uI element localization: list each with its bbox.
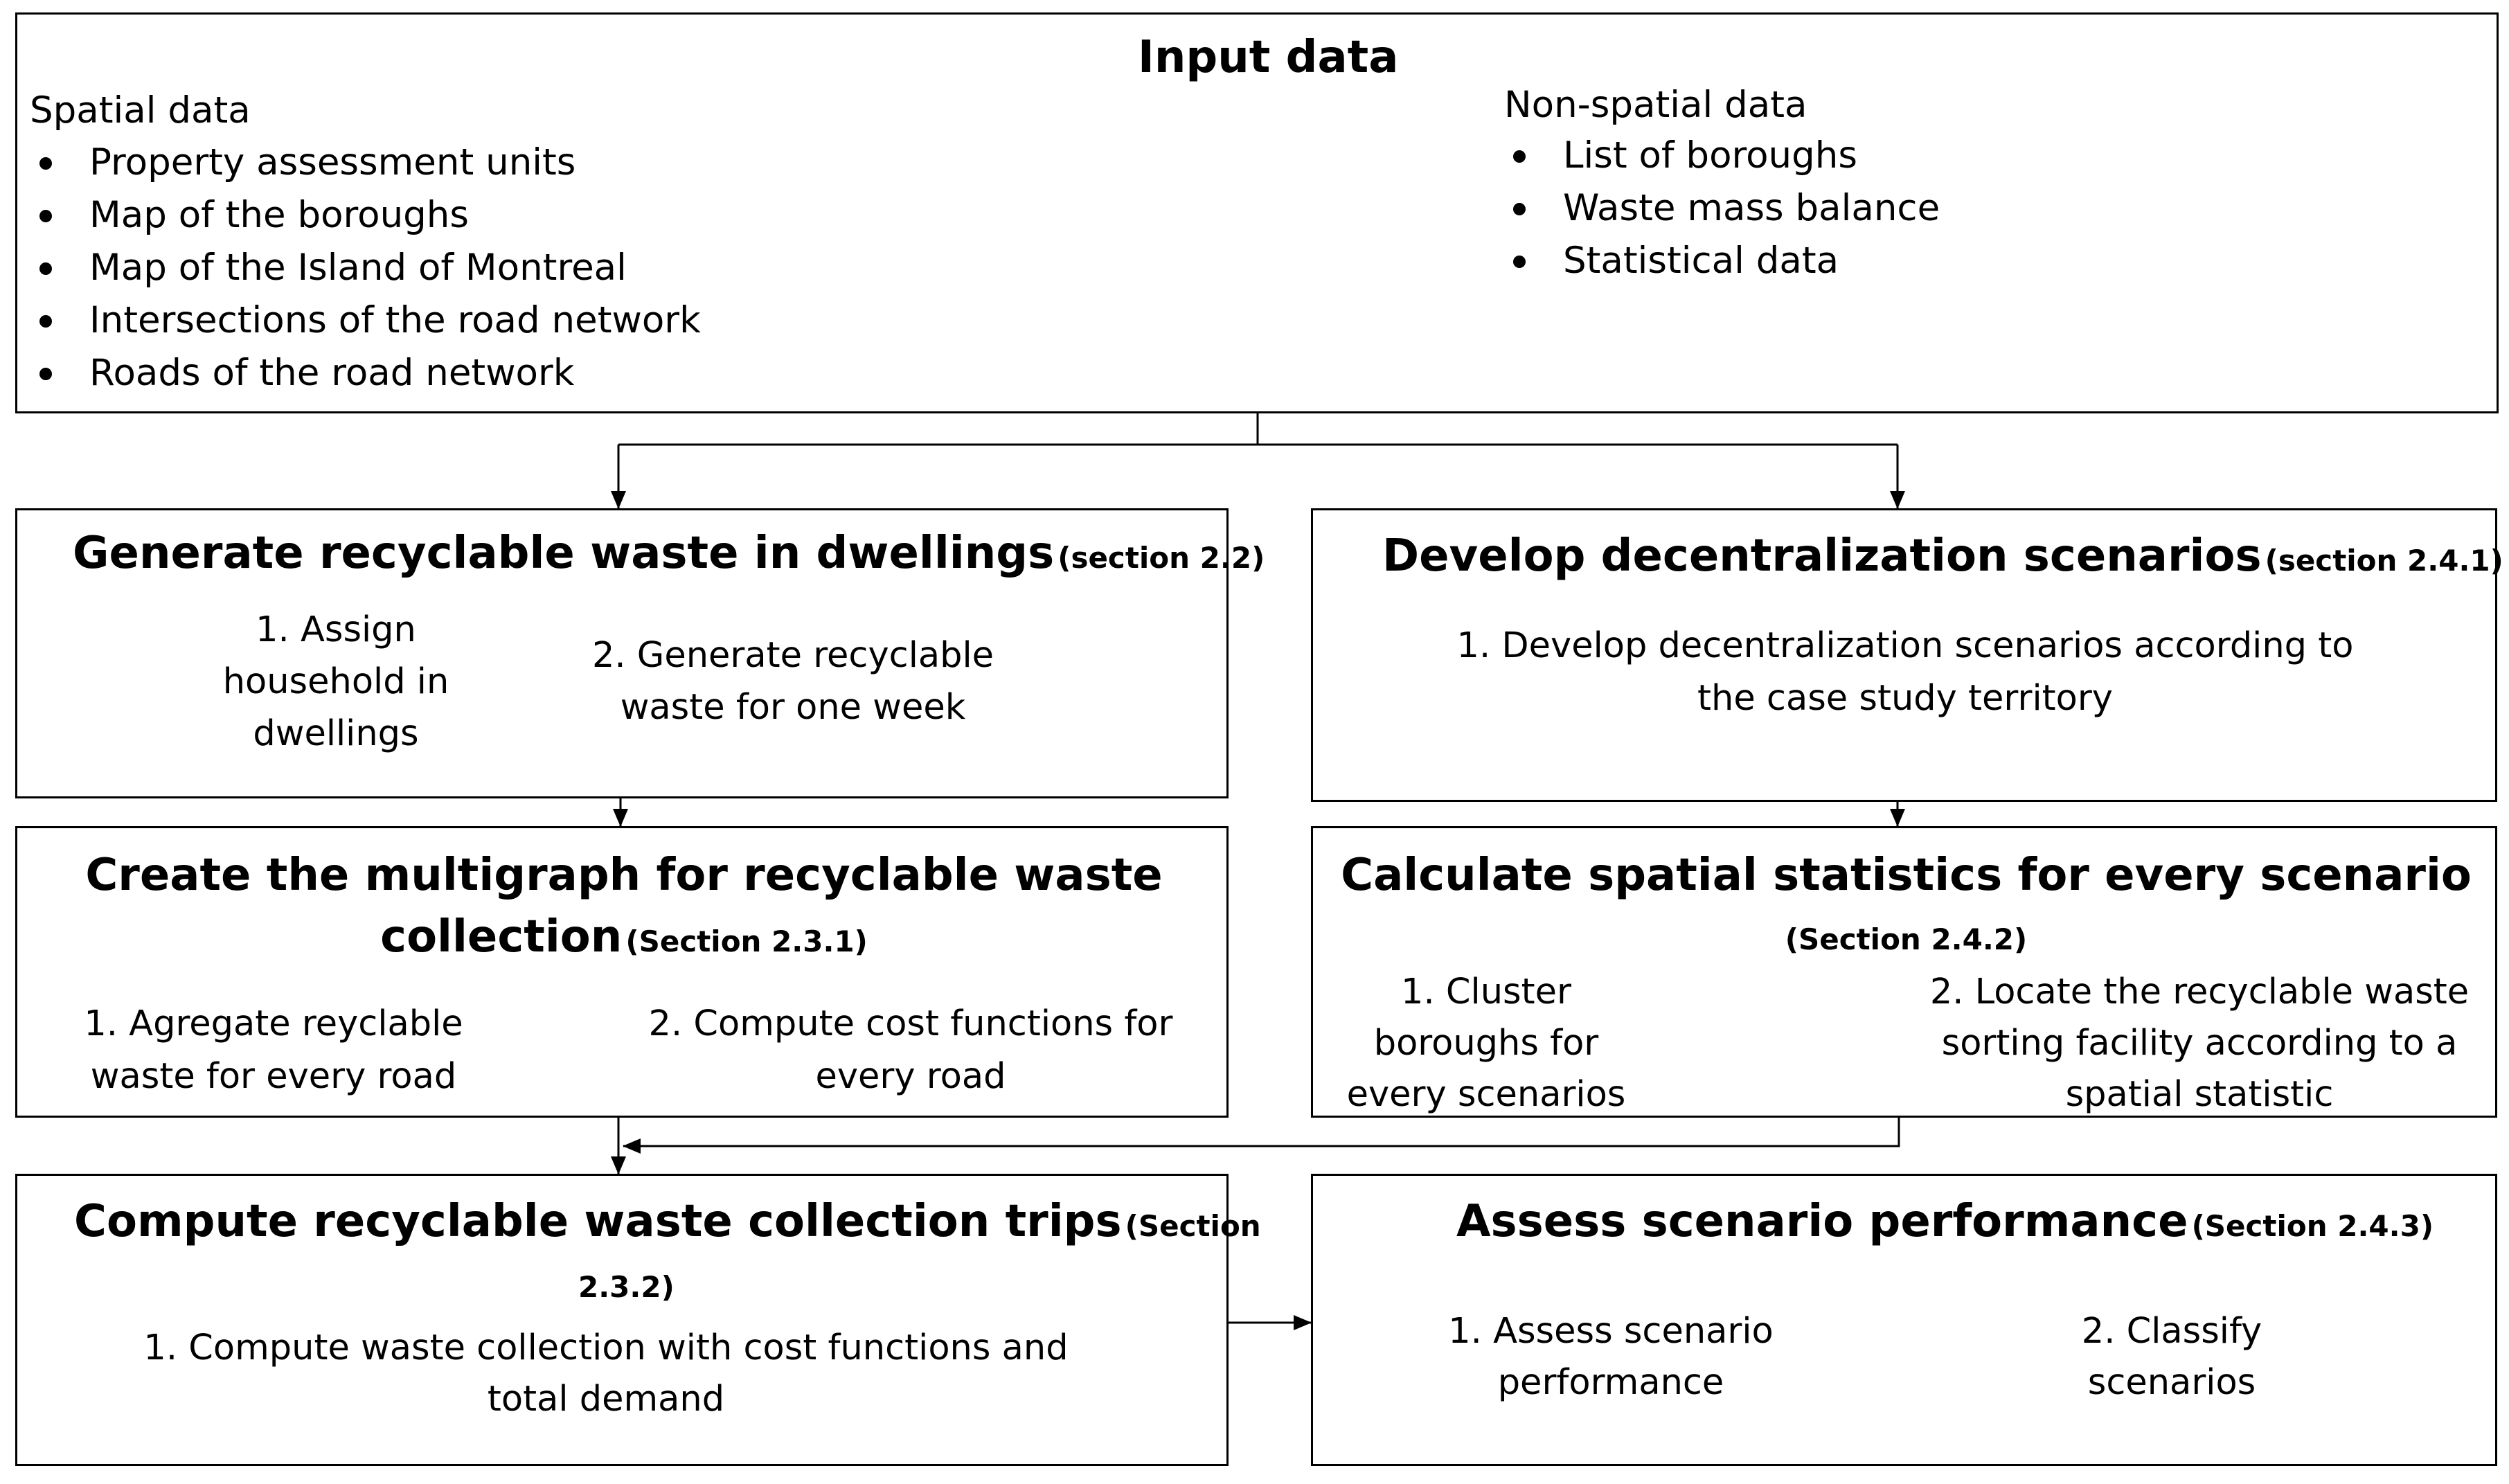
collection-trips-title-row: Compute recyclable waste collection trip… [74, 1199, 1261, 1244]
generate-waste-section: (section 2.2) [1057, 541, 1265, 575]
multigraph-step1: 1. Agregate reyclable waste for every ro… [84, 1003, 463, 1097]
list-item: Waste mass balance [1506, 182, 1940, 235]
collection-trips-box: Compute recyclable waste collection trip… [15, 1174, 1261, 1466]
spatial-data-heading: Spatial data [30, 89, 251, 132]
list-item: List of boroughs [1506, 129, 1940, 182]
develop-scenarios-box: Develop decentralization scenarios (sect… [1311, 508, 2503, 802]
list-item: Property assessment units [33, 136, 701, 189]
assess-step2: 2. Classify scenarios [2081, 1311, 2262, 1403]
nonspatial-data-list: List of boroughs Waste mass balance Stat… [1506, 129, 1940, 287]
bullet-icon [39, 315, 52, 328]
assess-performance-title-row: Assess scenario performance (Section 2.4… [1456, 1199, 2434, 1244]
nonspatial-data-heading: Non-spatial data [1504, 84, 1807, 126]
generate-step2: 2. Generate recyclable waste for one wee… [591, 635, 994, 728]
assess-performance-title: Assess scenario performance [1456, 1196, 2188, 1247]
develop-scenarios-section: (section 2.4.1) [2265, 544, 2503, 578]
develop-step1: 1. Develop decentralization scenarios ac… [1456, 625, 2354, 719]
bullet-icon [1513, 203, 1526, 215]
input-data-title: Input data [1138, 32, 1399, 83]
collection-trips-title: Compute recyclable waste collection trip… [74, 1196, 1122, 1247]
develop-scenarios-title-row: Develop decentralization scenarios (sect… [1382, 534, 2503, 578]
collection-trips-section-a: (Section [1125, 1209, 1261, 1243]
generate-waste-title-row: Generate recyclable waste in dwellings (… [73, 531, 1265, 575]
spatial-statistics-box: Calculate spatial statistics for every s… [1311, 826, 2497, 1118]
assess-step1: 1. Assess scenario performance [1448, 1311, 1774, 1403]
multigraph-title-line1: Create the multigraph for recyclable was… [85, 850, 1163, 901]
multigraph-title-line2-row: collection (Section 2.3.1) [17, 915, 1231, 959]
bullet-icon [1513, 150, 1526, 163]
multigraph-title-line2: collection [380, 911, 623, 963]
spatial-statistics-title: Calculate spatial statistics for every s… [1341, 850, 2472, 901]
multigraph-step2: 2. Compute cost functions for every road [648, 1003, 1173, 1097]
bullet-icon [39, 262, 52, 275]
input-data-box: Input data Spatial data Property assessm… [15, 12, 2499, 413]
list-item: Map of the boroughs [33, 189, 701, 242]
bullet-icon [1513, 256, 1526, 268]
collection-trips-step1: 1. Compute waste collection with cost fu… [143, 1327, 1069, 1420]
list-item: Intersections of the road network [33, 294, 701, 347]
generate-waste-box: Generate recyclable waste in dwellings (… [15, 508, 1265, 798]
spatial-statistics-step1: 1. Cluster boroughs for every scenarios [1346, 972, 1626, 1115]
generate-waste-title: Generate recyclable waste in dwellings [73, 528, 1055, 579]
bullet-icon [39, 368, 52, 380]
multigraph-section: (Section 2.3.1) [625, 924, 868, 958]
list-item: Statistical data [1506, 235, 1940, 287]
spatial-statistics-step2: 2. Locate the recyclable waste sorting f… [1929, 972, 2470, 1115]
assess-performance-section: (Section 2.4.3) [2191, 1209, 2434, 1243]
spatial-statistics-section: (Section 2.4.2) [1785, 922, 2028, 956]
spatial-data-list: Property assessment units Map of the bor… [33, 136, 701, 400]
multigraph-box: Create the multigraph for recyclable was… [15, 826, 1229, 1118]
list-item: Map of the Island of Montreal [33, 242, 701, 294]
bullet-icon [39, 157, 52, 170]
bullet-icon [39, 210, 52, 222]
develop-scenarios-title: Develop decentralization scenarios [1382, 530, 2262, 582]
assess-performance-box: Assess scenario performance (Section 2.4… [1311, 1174, 2497, 1466]
collection-trips-section-b: 2.3.2) [578, 1270, 675, 1304]
generate-step1: 1. Assign household in dwellings [222, 609, 449, 754]
list-item: Roads of the road network [33, 347, 701, 400]
arrow-spatial-stats-to-trips [623, 1118, 1900, 1154]
